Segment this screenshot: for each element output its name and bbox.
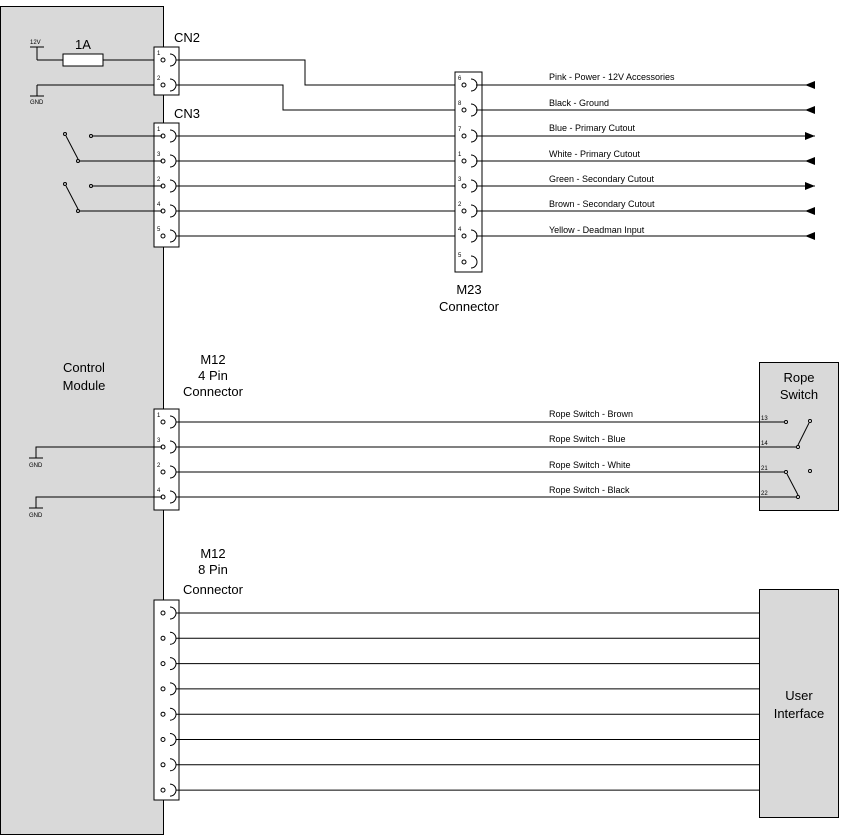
m23-label-2: Connector (439, 299, 500, 314)
arrow-in-brown (805, 207, 815, 215)
supply-label: 12V (30, 40, 41, 46)
cn3-pin-4: 4 (157, 202, 161, 208)
m23-external-wires: Pink - Power - 12V Accessories Black - G… (476, 72, 815, 240)
cn2-label: CN2 (174, 30, 200, 45)
wire-pink-label: Pink - Power - 12V Accessories (549, 72, 675, 82)
m12-4pin-pin-2: 2 (157, 463, 161, 469)
wire-rope-white-label: Rope Switch - White (549, 460, 631, 470)
control-module-label-1: Control (63, 360, 105, 375)
cn3-pin-1: 1 (157, 127, 161, 133)
cn2-pin-1: 1 (157, 51, 161, 57)
rope-terminal-14: 14 (761, 441, 768, 447)
wire-rope-blue-label: Rope Switch - Blue (549, 434, 626, 444)
wire-rope-brown-label: Rope Switch - Brown (549, 409, 633, 419)
m23-connector: 6 8 7 1 3 2 4 5 M23 Connector (439, 71, 500, 314)
power-supply: 12V 1A GND (30, 37, 162, 106)
wire-blue-label: Blue - Primary Cutout (549, 123, 636, 133)
wire-green-label: Green - Secondary Cutout (549, 174, 655, 184)
arrow-in-black (805, 106, 815, 114)
rope-switch-box (759, 362, 839, 511)
m23-pin-1: 1 (458, 152, 462, 158)
fuse-label: 1A (75, 37, 91, 52)
rope-switch-label-2: Switch (780, 387, 818, 402)
m12-4pin-pin-3: 3 (157, 438, 161, 444)
m12-4pin-label-2: 4 Pin (198, 368, 228, 383)
cn3-pin-5: 5 (157, 227, 161, 233)
m12-4pin-pin-1: 1 (157, 413, 161, 419)
gnd-label-3: GND (29, 463, 43, 469)
secondary-relay-contact (63, 182, 162, 213)
arrow-out-green (805, 182, 815, 190)
arrow-in-pink (805, 81, 815, 89)
cn3-housing (153, 122, 180, 248)
m12-8pin-pin (160, 711, 166, 717)
cn2-connector: CN2 1 2 (153, 30, 200, 96)
rope-switch-label-1: Rope (783, 370, 814, 385)
gnd-label-4: GND (29, 513, 43, 519)
m23-housing (454, 71, 483, 273)
rope-contact-nc (760, 419, 812, 449)
user-interface-wires (176, 612, 760, 791)
m12-8pin-connector: M12 8 Pin Connector (153, 546, 244, 801)
arrow-out-blue (805, 132, 815, 140)
m12-8pin-pin (160, 737, 166, 742)
cn3-pin-3: 3 (157, 152, 161, 158)
rope-terminal-22: 22 (761, 491, 768, 497)
m23-label-1: M23 (456, 282, 481, 297)
gnd-label: GND (30, 100, 44, 106)
primary-relay-contact (63, 132, 162, 163)
control-module: Control Module (0, 6, 164, 835)
m23-pin-5: 5 (458, 253, 462, 259)
wire-pink-cn2 (176, 59, 463, 86)
m12-8pin-pin (160, 661, 166, 667)
control-module-label-2: Module (63, 378, 106, 393)
m23-pin-6: 6 (458, 76, 462, 82)
m12-4pin-label-3: Connector (183, 384, 244, 399)
rope-switch: Rope Switch 13 14 21 22 (759, 362, 839, 511)
user-interface-label-2: Interface (774, 706, 825, 721)
m23-pin-4: 4 (458, 227, 462, 233)
user-interface-label-1: User (785, 688, 813, 703)
cn3-connector: CN3 1 3 2 4 5 (153, 106, 200, 248)
rope-terminal-21: 21 (761, 466, 768, 472)
rope-switch-wires: Rope Switch - Brown Rope Switch - Blue R… (176, 409, 760, 498)
cn3-pin-2: 2 (157, 177, 161, 183)
user-interface-box (759, 589, 839, 818)
arrow-in-white (805, 157, 815, 165)
wire-white-label: White - Primary Cutout (549, 149, 641, 159)
rope-terminal-13: 13 (761, 416, 768, 422)
m12-8pin-label-3: Connector (183, 582, 244, 597)
rope-contact-no (760, 469, 812, 499)
m12-8pin-pin (160, 635, 166, 641)
m12-4pin-pin-4: 4 (157, 488, 161, 494)
m12-8pin-housing (153, 599, 180, 801)
m12-4pin-grounds: GND GND (29, 446, 162, 519)
fuse (62, 53, 104, 67)
cn2-pin-2: 2 (157, 76, 161, 82)
wire-brown-label: Brown - Secondary Cutout (549, 199, 655, 209)
m12-4pin-connector: M12 4 Pin Connector 1 3 2 4 (153, 352, 244, 511)
wire-black-label: Black - Ground (549, 98, 609, 108)
m12-8pin-pin (160, 762, 166, 768)
wire-rope-black-label: Rope Switch - Black (549, 485, 630, 495)
m12-8pin-label-1: M12 (200, 546, 225, 561)
m12-8pin-pin (160, 787, 166, 793)
m23-pin-2: 2 (458, 202, 462, 208)
m23-pin-8: 8 (458, 101, 462, 107)
wire-black-cn2 (176, 84, 463, 111)
cn3-label: CN3 (174, 106, 200, 121)
user-interface: User Interface (759, 589, 839, 818)
cn2-housing (153, 46, 180, 96)
m23-pin-7: 7 (458, 127, 462, 133)
m12-8pin-label-2: 8 Pin (198, 562, 228, 577)
arrow-in-yellow (805, 232, 815, 240)
m12-8pin-pin (160, 686, 166, 692)
m12-4pin-label-1: M12 (200, 352, 225, 367)
m23-pin-3: 3 (458, 177, 462, 183)
control-module-box (0, 6, 164, 835)
wire-yellow-label: Yellow - Deadman Input (549, 225, 645, 235)
m12-8pin-pin (160, 610, 166, 616)
